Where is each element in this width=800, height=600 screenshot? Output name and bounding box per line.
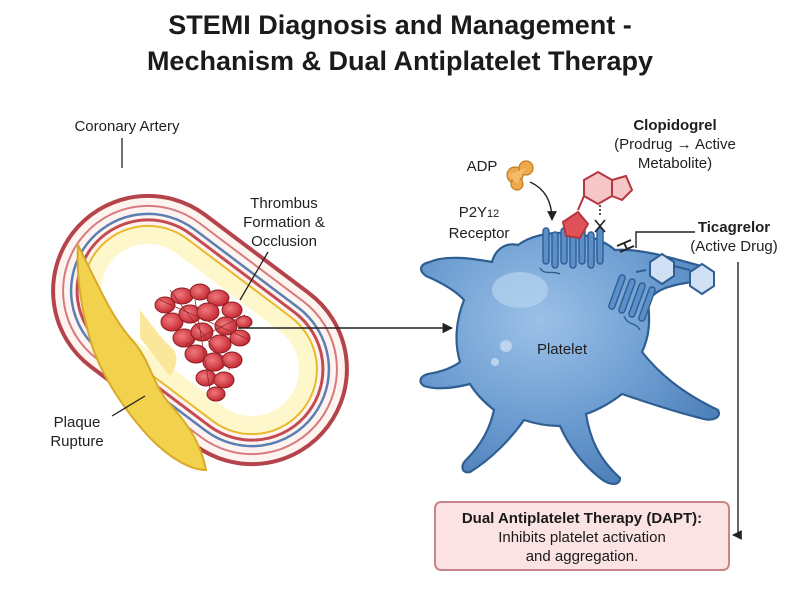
clopidogrel-molecule-icon: [561, 170, 634, 240]
plaque-core: [140, 310, 177, 376]
p2y12-receptor: [539, 227, 604, 275]
plaque-label-line1: Plaque: [53, 414, 101, 431]
p2y12-label-sub: 12: [487, 208, 500, 220]
ticagrelor-line2: (Active Drug): [690, 238, 778, 255]
dapt-box: Dual Antiplatelet Therapy (DAPT): Inhibi…: [434, 501, 730, 571]
ticagrelor-molecule-icon: [635, 252, 715, 296]
clopidogrel-name: Clopidogrel: [633, 117, 717, 134]
p2y12-label: P2Y12 Receptor: [434, 203, 524, 243]
adp-arrow: [529, 181, 557, 221]
p2y12-label-main: P2Y: [458, 204, 488, 221]
dapt-line3: and aggregation.: [525, 548, 639, 565]
clopidogrel-label: Clopidogrel (Prodrug → Active Metabolite…: [590, 116, 760, 173]
ticagrelor-name: Ticagrelor: [697, 219, 771, 236]
dapt-line2: Inhibits platelet activation: [498, 529, 666, 546]
ticagrelor-pointer: [635, 231, 695, 248]
page-subtitle: Mechanism & Dual Antiplatelet Therapy: [146, 46, 654, 76]
ticagrelor-label: Ticagrelor (Active Drug): [680, 218, 788, 256]
clopidogrel-line3: Metabolite): [637, 155, 713, 172]
plaque: [76, 241, 208, 472]
clopidogrel-line2: (Prodrug → Active: [614, 136, 736, 153]
block-x-icon: [594, 205, 606, 233]
plaque-leader: [111, 395, 146, 417]
thrombus-label-line1: Thrombus: [250, 195, 318, 212]
thrombus-label-line3: Occlusion: [251, 233, 317, 250]
p2y12-receptor-2: [608, 274, 656, 331]
dapt-arrow: [732, 262, 742, 540]
p2y12-label-line2: Receptor: [448, 225, 510, 242]
thrombus: [154, 283, 253, 402]
plaque-label-line2: Rupture: [50, 433, 104, 450]
coronary-artery-label: Coronary Artery: [74, 118, 180, 135]
page-title: STEMI Diagnosis and Management -: [168, 10, 632, 40]
inhibition-t-icon: [616, 239, 635, 253]
thrombus-label: Thrombus Formation & Occlusion: [225, 194, 343, 251]
adp-molecule-icon: [506, 160, 534, 191]
platelet: [419, 231, 720, 486]
adp-label: ADP: [466, 158, 498, 175]
thrombus-label-line2: Formation &: [243, 214, 325, 231]
thrombus-leader: [239, 251, 269, 301]
plaque-label: Plaque Rupture: [44, 413, 110, 451]
platelet-label: Platelet: [536, 341, 588, 358]
platelet-highlight: [492, 272, 548, 308]
dapt-title: Dual Antiplatelet Therapy (DAPT):: [461, 510, 703, 527]
